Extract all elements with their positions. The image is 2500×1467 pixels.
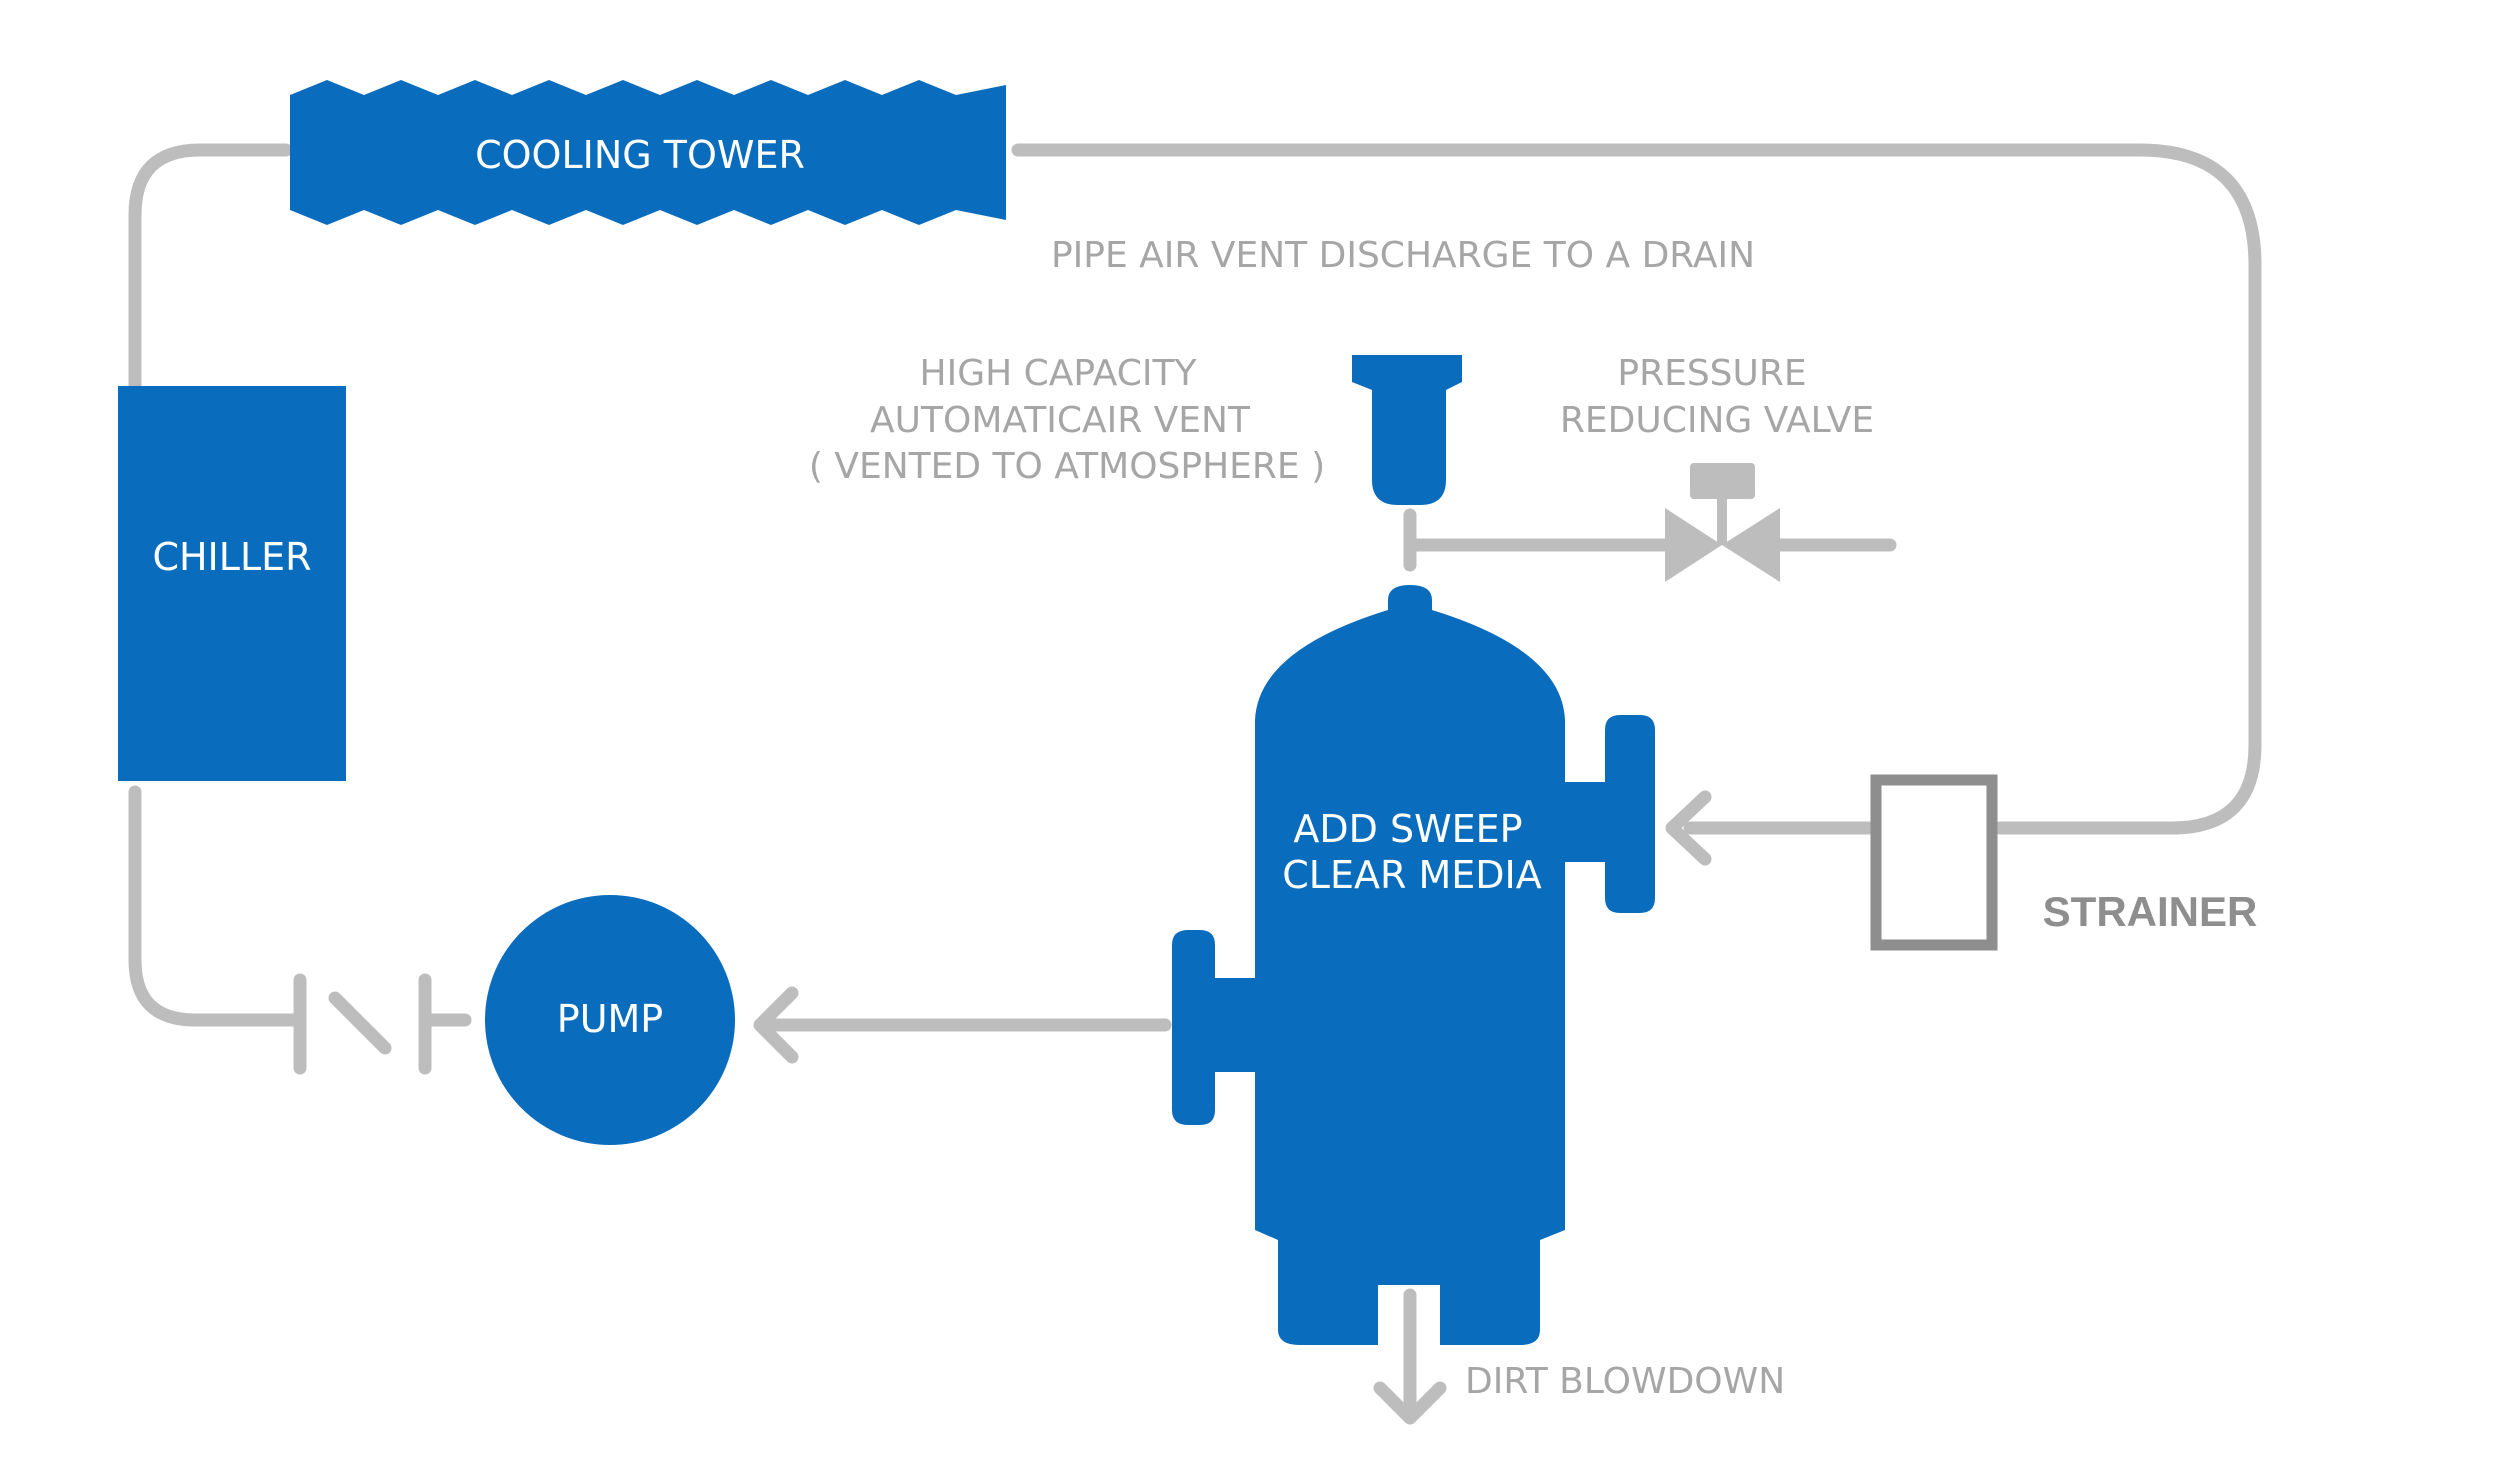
arrow-left-icon xyxy=(753,986,799,1064)
separator-label-line-1: ADD SWEEP xyxy=(1293,807,1522,851)
automatic-air-vent-icon xyxy=(1352,355,1462,505)
check-valve-icon xyxy=(293,973,432,1075)
pump xyxy=(485,895,735,1145)
pressure-valve-label-line-1: PRESSURE xyxy=(1617,353,1806,394)
pipe-network xyxy=(128,143,2262,1417)
separator-label-line-2: CLEAR MEDIA xyxy=(1282,853,1541,897)
pump-label: PUMP xyxy=(557,997,663,1041)
air-vent-label-line-1: HIGH CAPACITY xyxy=(920,353,1198,394)
arrow-left-icon xyxy=(1665,790,1712,866)
pressure-reducing-valve-icon xyxy=(1665,463,1780,582)
chiller xyxy=(118,386,346,781)
dirt-blowdown-label: DIRT BLOWDOWN xyxy=(1465,1361,1785,1402)
pressure-valve-label-line-2: REDUCING VALVE xyxy=(1560,400,1874,441)
separator-outlet-nozzle xyxy=(1172,930,1260,1125)
strainer-label: STRAINER xyxy=(2043,888,2258,935)
arrow-down-icon xyxy=(1373,1381,1447,1425)
strainer-icon xyxy=(1870,774,1998,951)
cooling-tower xyxy=(290,80,1006,225)
cooling-tower-label: COOLING TOWER xyxy=(475,133,805,177)
pipe-air-vent-label: PIPE AIR VENT DISCHARGE TO A DRAIN xyxy=(1051,235,1755,276)
air-dirt-separator xyxy=(1255,585,1565,1345)
air-vent-label-line-3: ( VENTED TO ATMOSPHERE ) xyxy=(809,446,1325,487)
pipe-tower-to-strainer xyxy=(1011,143,2262,835)
air-vent-label-line-2: AUTOMATICAIR VENT xyxy=(870,400,1251,441)
chiller-label: CHILLER xyxy=(152,535,311,579)
pipe-chiller-to-check-valve xyxy=(128,785,307,1027)
separator-inlet-nozzle xyxy=(1560,715,1655,913)
pipe-tower-to-chiller xyxy=(128,143,293,392)
